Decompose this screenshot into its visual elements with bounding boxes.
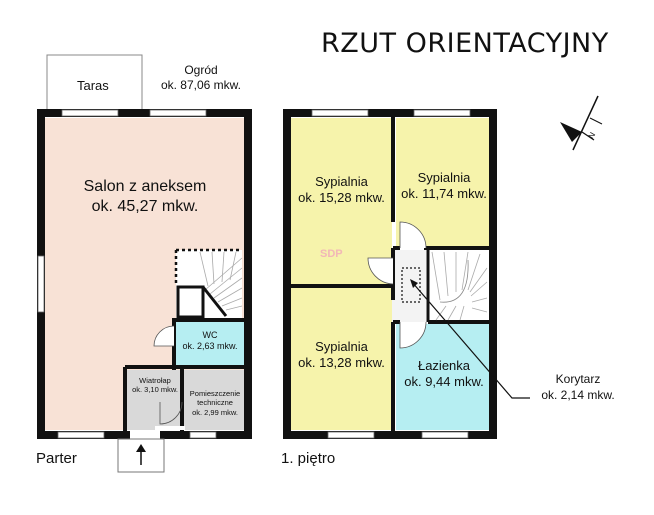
door-swing xyxy=(153,325,175,347)
window xyxy=(149,109,207,117)
techniczne-label: Pomieszczenie techniczne ok. 2,99 mkw. xyxy=(183,389,247,417)
lazienka-area: ok. 9,44 mkw. xyxy=(404,374,484,390)
stairs-landing xyxy=(176,285,205,319)
techniczne-fill xyxy=(184,370,244,430)
korytarz-leader-head xyxy=(410,279,418,288)
door-swing xyxy=(367,257,394,285)
window xyxy=(421,431,469,439)
sypialnia3-name: Sypialnia xyxy=(315,339,368,354)
window xyxy=(413,109,471,117)
korytarz-leader xyxy=(411,281,530,399)
techniczne-area: ok. 2,99 mkw. xyxy=(192,407,238,417)
page-title: RZUT ORIENTACYJNY xyxy=(321,28,609,59)
stairs-ground xyxy=(176,250,242,318)
stairs-diagonal xyxy=(201,286,228,317)
sypialnia1-name: Sypialnia xyxy=(315,174,368,189)
stair-treads xyxy=(431,251,488,321)
wiatrolap-name: Wiatrołap xyxy=(139,376,171,385)
window xyxy=(61,109,119,117)
entry-arrow-head xyxy=(136,444,146,452)
stair-arrow-box xyxy=(401,267,421,303)
korytarz-fill xyxy=(392,250,426,322)
korytarz-label: Korytarz ok. 2,14 mkw. xyxy=(533,372,623,403)
taras-label: Taras xyxy=(77,78,109,93)
sypialnia1-fill xyxy=(291,118,392,284)
sypialnia1-area: ok. 15,28 mkw. xyxy=(298,190,385,206)
ogrod-name: Ogród xyxy=(184,63,218,77)
sypialnia3-fill xyxy=(291,288,392,430)
door-swing xyxy=(399,221,427,249)
window xyxy=(37,255,45,313)
window xyxy=(189,431,217,439)
wiatrolap-fill xyxy=(127,370,180,430)
wc-area: ok. 2,63 mkw. xyxy=(182,341,238,352)
korytarz-area: ok. 2,14 mkw. xyxy=(541,387,615,402)
wiatrolap-area: ok. 3,10 mkw. xyxy=(132,385,178,395)
door-swing xyxy=(399,321,427,349)
window xyxy=(311,109,369,117)
salon-name: Salon z aneksem xyxy=(83,178,207,195)
lazienka-label: Łazienka ok. 9,44 mkw. xyxy=(396,358,492,391)
sypialnia3-area: ok. 13,28 mkw. xyxy=(298,355,385,371)
stair-treads xyxy=(199,251,243,311)
window xyxy=(327,431,375,439)
salon-area: ok. 45,27 mkw. xyxy=(91,198,199,215)
terrace-outline xyxy=(46,54,143,111)
wc-name: WC xyxy=(202,330,218,340)
sypialnia1-label: Sypialnia ok. 15,28 mkw. xyxy=(291,174,392,207)
sypialnia2-area: ok. 11,74 mkw. xyxy=(401,186,487,202)
watermark: SDP xyxy=(320,248,343,260)
ogrod-label: Ogród ok. 87,06 mkw. xyxy=(155,63,247,93)
techniczne-name-1: Pomieszczenie xyxy=(189,389,241,398)
entrance-gap xyxy=(130,430,160,439)
sypialnia2-label: Sypialnia ok. 11,74 mkw. xyxy=(396,170,492,203)
door-swing xyxy=(159,401,183,425)
wiatrolap-label: Wiatrołap ok. 3,10 mkw. xyxy=(127,376,183,395)
wc-label: WC ok. 2,63 mkw. xyxy=(176,330,244,353)
ground-floor-label: Parter xyxy=(36,450,77,467)
window xyxy=(57,431,105,439)
door-opening xyxy=(155,426,185,430)
stair-inner-rail xyxy=(439,259,469,303)
sypialnia3-label: Sypialnia ok. 13,28 mkw. xyxy=(291,339,392,372)
ogrod-area: ok. 87,06 mkw. xyxy=(160,78,242,92)
sypialnia2-name: Sypialnia xyxy=(417,170,471,185)
first-floor-walls xyxy=(283,109,497,439)
salon-label: Salon z aneksem ok. 45,27 mkw. xyxy=(60,177,230,217)
first-floor-label: 1. piętro xyxy=(281,450,336,467)
techniczne-name-2: techniczne xyxy=(197,398,233,408)
wc-fill xyxy=(176,322,244,366)
korytarz-name: Korytarz xyxy=(555,372,601,386)
lazienka-name: Łazienka xyxy=(417,358,471,373)
compass-icon xyxy=(560,95,603,151)
